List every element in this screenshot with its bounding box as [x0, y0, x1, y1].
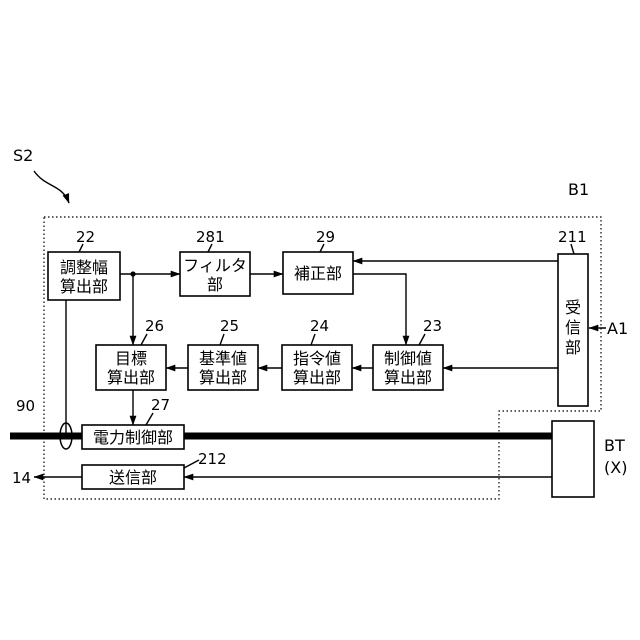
filter-ref: 281 — [196, 228, 225, 246]
output-number: 14 — [12, 469, 31, 487]
bus-number: 90 — [16, 397, 35, 415]
system-leader-arrow — [34, 171, 69, 203]
ref-leader-212 — [184, 460, 199, 468]
power-control-label: 電力制御部 — [93, 428, 173, 447]
target-calc-ref: 26 — [145, 317, 164, 335]
reference-value-calc-label-1: 基準値 — [199, 349, 247, 368]
control-value-calc-label-2: 算出部 — [384, 368, 432, 387]
reference-value-calc-ref: 25 — [220, 317, 239, 335]
ref-leader-23 — [419, 334, 425, 345]
transmitter-label: 送信部 — [109, 468, 157, 487]
battery-block — [552, 421, 594, 497]
receiver-ref: 211 — [558, 228, 587, 246]
control-value-calc-ref: 23 — [423, 317, 442, 335]
transmitter-ref: 212 — [198, 450, 227, 468]
correction-to-control-arrow — [353, 274, 406, 345]
battery-sub-label: (X) — [604, 458, 627, 477]
power-control-ref: 27 — [151, 396, 170, 414]
ref-leader-25 — [220, 334, 224, 345]
command-value-calc-label-2: 算出部 — [293, 368, 341, 387]
receiver-label-2: 信 — [565, 318, 581, 337]
target-calc-label-2: 算出部 — [107, 368, 155, 387]
ref-leader-24 — [311, 334, 315, 345]
ref-leader-26 — [141, 334, 147, 345]
system-label: S2 — [13, 146, 33, 165]
boundary-b1-label: B1 — [568, 180, 589, 199]
receiver-label-3: 部 — [565, 338, 581, 357]
adjustment-width-calc-label-2: 算出部 — [60, 277, 108, 296]
receiver-label-1: 受 — [565, 298, 581, 317]
command-value-calc-ref: 24 — [310, 317, 329, 335]
filter-label-2: 部 — [207, 275, 223, 294]
ref-leader-27 — [146, 413, 153, 425]
correction-ref: 29 — [316, 228, 335, 246]
filter-label-1: フィルタ — [183, 256, 247, 275]
correction-label: 補正部 — [294, 264, 342, 283]
input-signal-label: A1 — [607, 319, 628, 338]
reference-value-calc-label-2: 算出部 — [199, 368, 247, 387]
target-calc-label-1: 目標 — [115, 349, 147, 368]
adjustment-width-calc-ref: 22 — [76, 228, 95, 246]
control-value-calc-label-1: 制御値 — [384, 349, 432, 368]
command-value-calc-label-1: 指令値 — [293, 349, 341, 368]
adjustment-width-calc-label-1: 調整幅 — [60, 258, 108, 277]
battery-label: BT — [604, 436, 625, 455]
